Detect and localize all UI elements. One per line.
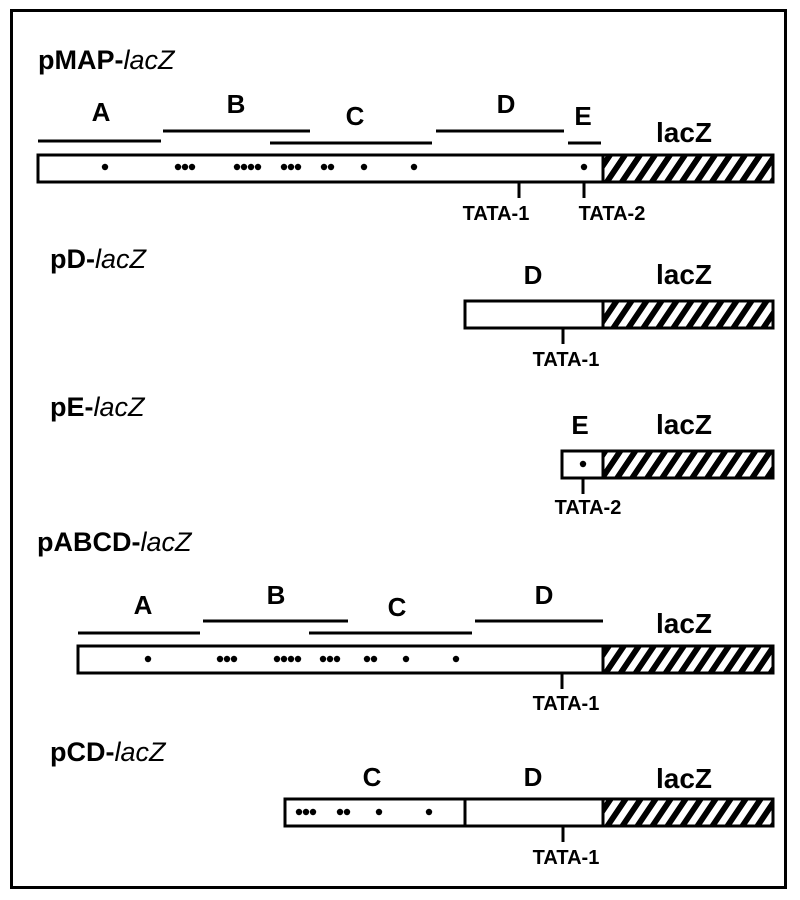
construct-name: pCD-lacZ xyxy=(50,737,167,767)
segment-label-b: B xyxy=(267,580,286,610)
segment-label-b: B xyxy=(227,89,246,119)
tata-2-label: TATA-2 xyxy=(579,203,646,225)
segment-label-c: C xyxy=(388,592,407,622)
segment-label-d: D xyxy=(524,762,543,792)
binding-site-dot xyxy=(579,460,587,468)
tata-1-label: TATA-1 xyxy=(533,847,600,869)
construct-diagram: pMAP-lacZ A B C D E lacZ xyxy=(10,9,787,889)
construct-pabcd-lacz: pABCD-lacZ A B C D lacZ TATA-1 xyxy=(37,527,775,715)
tata-1-label: TATA-1 xyxy=(533,349,600,371)
tata-2-label: TATA-2 xyxy=(555,497,622,519)
lacz-reporter-box xyxy=(601,644,775,675)
segment-label-a: A xyxy=(134,590,153,620)
segment-label-a: A xyxy=(92,97,111,127)
lacz-reporter-box xyxy=(601,153,775,184)
segment-label-e: E xyxy=(574,101,591,131)
construct-name: pABCD-lacZ xyxy=(37,527,193,557)
segment-label-d: D xyxy=(497,89,516,119)
reporter-label: lacZ xyxy=(656,409,712,440)
promoter-region-box-d xyxy=(463,797,605,828)
binding-site-dots xyxy=(101,163,588,171)
construct-pcd-lacz: pCD-lacZ C D lacZ TATA-1 xyxy=(50,737,775,869)
construct-name: pE-lacZ xyxy=(50,392,146,422)
tata-1-label: TATA-1 xyxy=(533,693,600,715)
segment-label-c: C xyxy=(363,762,382,792)
segment-label-d: D xyxy=(535,580,554,610)
segment-label-e: E xyxy=(571,410,588,440)
segment-label-c: C xyxy=(346,101,365,131)
promoter-region-box xyxy=(463,299,605,330)
reporter-label: lacZ xyxy=(656,608,712,639)
construct-pd-lacz: pD-lacZ D lacZ TATA-1 xyxy=(50,244,775,371)
reporter-label: lacZ xyxy=(656,117,712,148)
construct-pe-lacz: pE-lacZ E lacZ TATA-2 xyxy=(50,392,775,519)
binding-site-dots xyxy=(144,655,460,663)
promoter-region-box-c xyxy=(283,797,467,828)
construct-pmap-lacz: pMAP-lacZ A B C D E lacZ xyxy=(36,45,775,225)
promoter-region-box xyxy=(76,644,605,675)
binding-site-dots xyxy=(295,808,433,816)
construct-name: pD-lacZ xyxy=(50,244,147,274)
lacz-reporter-box xyxy=(601,449,775,480)
reporter-label: lacZ xyxy=(656,763,712,794)
reporter-label: lacZ xyxy=(656,259,712,290)
construct-name: pMAP-lacZ xyxy=(38,45,176,75)
promoter-region-box xyxy=(36,153,605,184)
tata-1-label: TATA-1 xyxy=(463,203,530,225)
lacz-reporter-box xyxy=(601,797,775,828)
diagram-canvas: pMAP-lacZ A B C D E lacZ xyxy=(36,45,775,869)
lacz-reporter-box xyxy=(601,299,775,330)
segment-label-d: D xyxy=(524,260,543,290)
